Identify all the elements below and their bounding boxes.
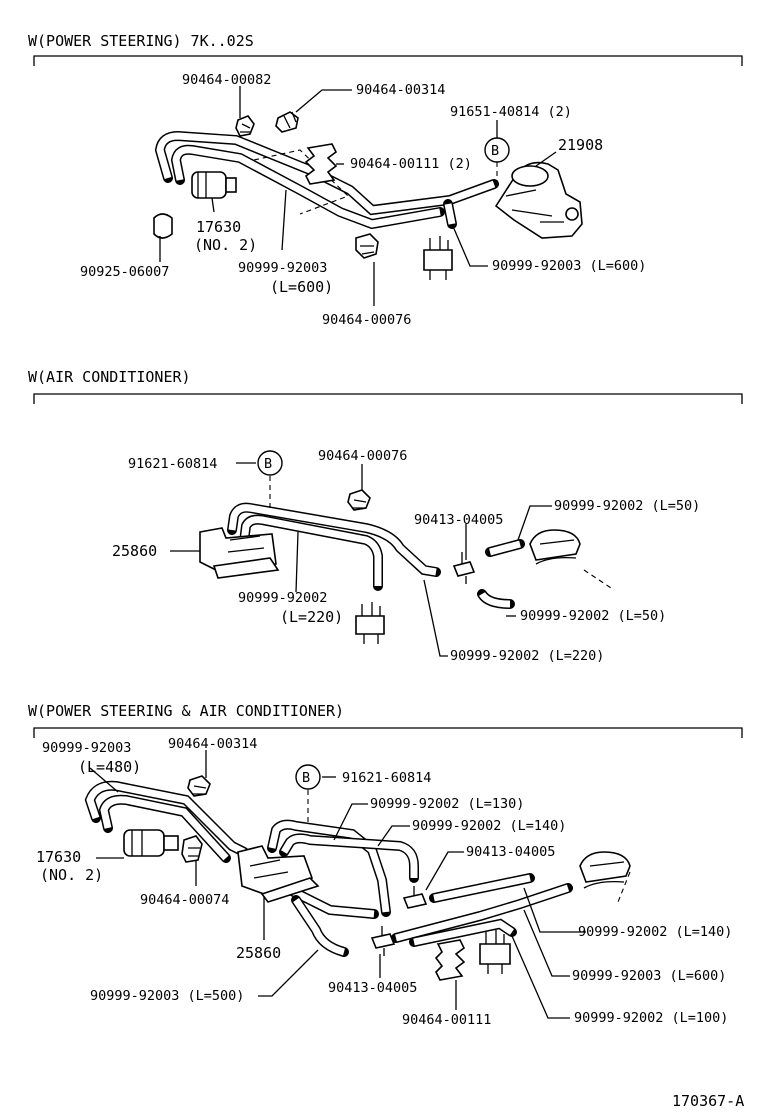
label-90999-92002-l140-b: 90999-92002 (L=140) bbox=[578, 924, 732, 940]
valve-assembly-icon bbox=[494, 161, 583, 239]
svg-text:B: B bbox=[302, 770, 310, 786]
label-90999-92002-l50-b: 90999-92002 (L=50) bbox=[520, 608, 666, 624]
label-21908: 21908 bbox=[558, 136, 603, 154]
section-power-steering: W(POWER STEERING) 7K..02S bbox=[28, 32, 743, 328]
clamp-icon bbox=[235, 115, 255, 137]
clamp-icon bbox=[304, 143, 338, 185]
section-title: W(AIR CONDITIONER) bbox=[28, 368, 191, 386]
connector-icon bbox=[479, 930, 511, 974]
vsv-block-icon bbox=[237, 845, 320, 903]
vsv-block-icon bbox=[199, 527, 280, 579]
dashed-guide bbox=[583, 569, 615, 591]
label-90925-06007: 90925-06007 bbox=[80, 264, 169, 280]
hose-main bbox=[84, 780, 573, 957]
callout-b: B bbox=[484, 137, 510, 163]
connector-icon bbox=[355, 602, 385, 644]
label-90464-00314: 90464-00314 bbox=[356, 82, 445, 98]
label-25860: 25860 bbox=[236, 944, 281, 962]
t-connector-icon bbox=[370, 926, 396, 956]
label-25860: 25860 bbox=[112, 542, 157, 560]
hose-main bbox=[227, 502, 525, 609]
t-connector-icon bbox=[402, 886, 428, 909]
connector-icon bbox=[423, 236, 453, 280]
label-90464-00111: 90464-00111 bbox=[402, 1012, 491, 1028]
label-91651-40814: 91651-40814 (2) bbox=[450, 104, 572, 120]
cap-icon bbox=[153, 213, 173, 239]
label-90413-04005-b: 90413-04005 bbox=[328, 980, 417, 996]
label-17630: 17630 bbox=[196, 218, 241, 236]
clamp-icon bbox=[275, 111, 299, 133]
hose-main bbox=[154, 130, 499, 230]
label-91621-60814: 91621-60814 bbox=[342, 770, 431, 786]
label-90999-92003-l500: 90999-92003 (L=500) bbox=[90, 988, 244, 1004]
label-91621-60814: 91621-60814 bbox=[128, 456, 217, 472]
label-90999-92002-l140: 90999-92002 (L=140) bbox=[412, 818, 566, 834]
label-17630-no2: (NO. 2) bbox=[194, 236, 257, 254]
label-90464-00074: 90464-00074 bbox=[140, 892, 229, 908]
section-bracket bbox=[33, 55, 743, 66]
label-90999-92002-l130: 90999-92002 (L=130) bbox=[370, 796, 524, 812]
label-90999-92002-l50: 90999-92002 (L=50) bbox=[554, 498, 700, 514]
figure-code: 170367-A bbox=[672, 1092, 744, 1110]
label-17630: 17630 bbox=[36, 848, 81, 866]
label-l480: (L=480) bbox=[78, 758, 141, 776]
t-connector-icon bbox=[452, 552, 476, 584]
clamp-icon bbox=[187, 775, 211, 797]
label-17630-no2: (NO. 2) bbox=[40, 866, 103, 884]
label-90464-00076: 90464-00076 bbox=[322, 312, 411, 328]
section-bracket bbox=[33, 727, 743, 738]
label-90413-04005: 90413-04005 bbox=[466, 844, 555, 860]
section-title: W(POWER STEERING) 7K..02S bbox=[28, 32, 254, 50]
label-90999-92003: 90999-92003 bbox=[238, 260, 327, 276]
vsv-valve-icon bbox=[191, 171, 237, 199]
leader-lines bbox=[159, 86, 557, 306]
label-l220: (L=220) bbox=[280, 608, 343, 626]
svg-text:B: B bbox=[491, 143, 499, 159]
section-title: W(POWER STEERING & AIR CONDITIONER) bbox=[28, 702, 344, 720]
label-90464-00082: 90464-00082 bbox=[182, 72, 271, 88]
callout-b: B bbox=[295, 764, 321, 790]
dashed-guide bbox=[253, 149, 350, 215]
valve-icon bbox=[529, 529, 581, 565]
vsv-valve-icon bbox=[123, 829, 179, 857]
label-90999-92002-l220: 90999-92002 (L=220) bbox=[450, 648, 604, 664]
callout-b: B bbox=[257, 450, 283, 476]
section-bracket bbox=[33, 393, 743, 404]
label-90999-92003-l600: 90999-92003 (L=600) bbox=[492, 258, 646, 274]
section-air-conditioner: W(AIR CONDITIONER) bbox=[28, 368, 743, 664]
label-90999-92002-l100: 90999-92002 (L=100) bbox=[574, 1010, 728, 1026]
clamp-icon bbox=[355, 233, 379, 259]
label-90999-92002: 90999-92002 bbox=[238, 590, 327, 606]
label-90413-04005: 90413-04005 bbox=[414, 512, 503, 528]
section-ps-ac: W(POWER STEERING & AIR CONDITIONER) bbox=[28, 702, 743, 1028]
label-90464-00076: 90464-00076 bbox=[318, 448, 407, 464]
label-90464-00111: 90464-00111 (2) bbox=[350, 156, 472, 172]
clamp-icon bbox=[347, 489, 371, 511]
clamp-icon bbox=[181, 835, 203, 863]
label-90464-00314: 90464-00314 bbox=[168, 736, 257, 752]
svg-text:B: B bbox=[264, 456, 272, 472]
leader-lines bbox=[89, 750, 586, 1019]
leader-lines bbox=[170, 462, 552, 657]
label-90999-92003: 90999-92003 bbox=[42, 740, 131, 756]
clamp-icon bbox=[434, 939, 466, 981]
label-l600: (L=600) bbox=[270, 278, 333, 296]
valve-icon bbox=[579, 851, 631, 889]
label-90999-92003-l600: 90999-92003 (L=600) bbox=[572, 968, 726, 984]
